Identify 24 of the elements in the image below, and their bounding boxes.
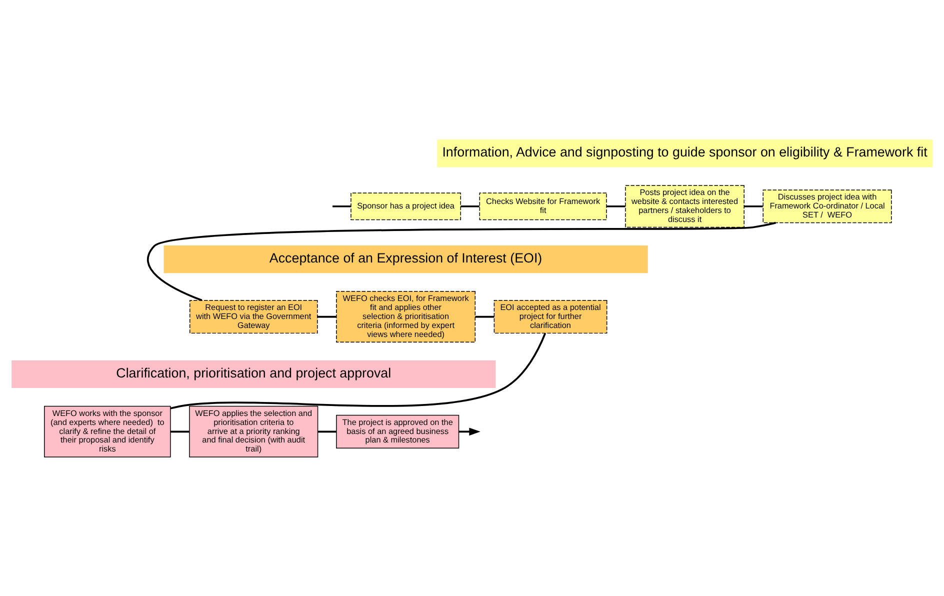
node-box: Request to register an EOI with WEFO via the Government Gateway	[189, 300, 318, 334]
connector	[170, 332, 546, 409]
connector	[318, 430, 336, 432]
connector	[318, 315, 336, 318]
connector	[170, 430, 190, 432]
connector	[332, 204, 351, 207]
connector	[475, 315, 494, 318]
arrow	[458, 427, 480, 436]
node-box: Acceptance of an Expression of Interest (EOI)	[164, 245, 648, 273]
node-box: The project is approved on the basis of an agreed business plan & milestones	[336, 414, 460, 448]
node-box: WEFO checks EOI, for Framework fit and applies other selection & prioritisation criteria (informed by expert views where needed)	[336, 290, 476, 342]
node-box: Posts project idea on the website & contacts interested partners / stakeholders to discuss it	[625, 184, 744, 228]
connector	[606, 204, 626, 207]
node-box: WEFO works with the sponsor (and experts where needed) to clarify & refine the detail of their proposal and identify risks	[44, 405, 171, 457]
node-box: EOI accepted as a potential project for further clarification	[494, 300, 608, 334]
node-box: Sponsor has a project idea	[350, 192, 461, 220]
node-box: Checks Website for Framework fit	[479, 192, 607, 220]
node-box: Information, Advice and signposting to guide sponsor on eligibility & Framework fit	[437, 139, 932, 167]
connector	[147, 221, 776, 301]
node-box: WEFO applies the selection and prioritisation criteria to arrive at a priority ranking and final decision (with audit trail)	[189, 405, 318, 457]
connector	[744, 204, 763, 207]
node-box: Clarification, prioritisation and project approval	[12, 360, 496, 388]
connector	[460, 204, 480, 207]
node-box: Discusses project idea with Framework Co-ordinator / Local SET / WEFO	[762, 189, 892, 223]
